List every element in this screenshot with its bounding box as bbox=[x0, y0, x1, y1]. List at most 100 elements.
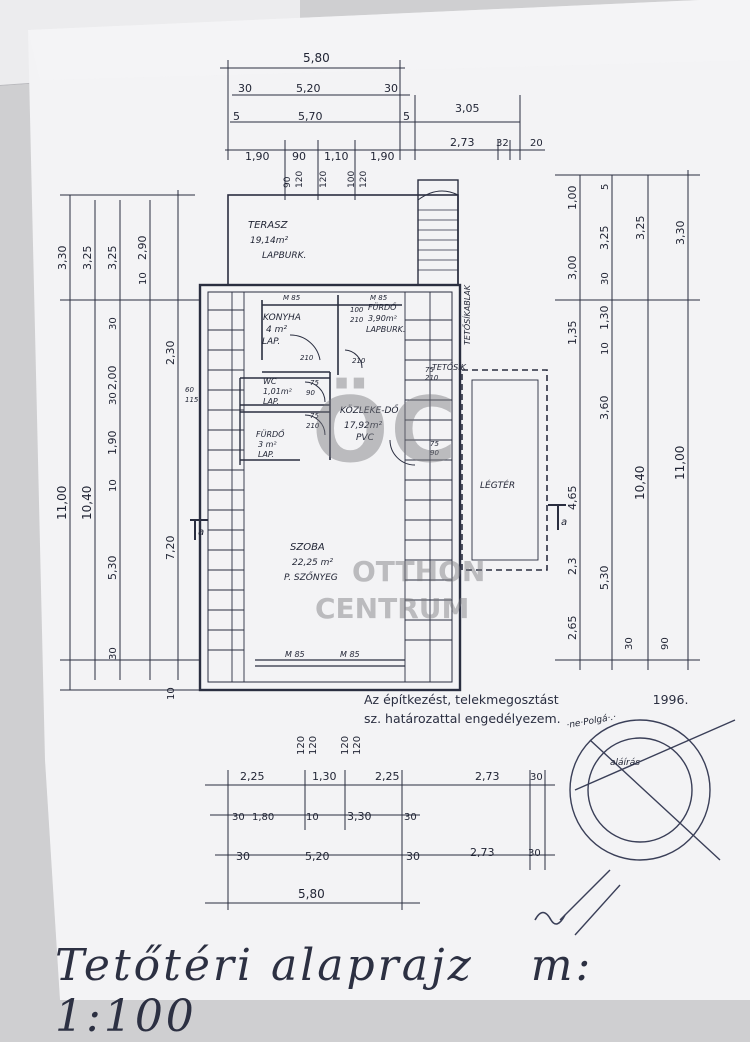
door-mark-11: 100 bbox=[350, 306, 364, 314]
room-terasz-area: 19,14m² bbox=[250, 236, 289, 246]
room-wc-floor: LAP. bbox=[263, 397, 279, 406]
dim-right-c2-d: 1,30 bbox=[598, 306, 611, 331]
approval-date: 1996. bbox=[652, 692, 689, 707]
dim-top-r4-f: 32 bbox=[496, 138, 509, 149]
dim-bot-r2-c: 10 bbox=[306, 812, 319, 823]
dim-bot-r2-e: 30 bbox=[404, 812, 417, 823]
dim-left-c3-a: 3,25 bbox=[106, 246, 119, 271]
room-konyha-area: 4 m² bbox=[266, 325, 287, 335]
official-stamp bbox=[534, 719, 736, 936]
dim-top-r3-d: 3,05 bbox=[455, 102, 480, 115]
dim-left-c2-a: 3,25 bbox=[81, 246, 94, 271]
door-mark-13: 60 bbox=[185, 386, 194, 394]
dim-top-v-a: 90 bbox=[283, 176, 293, 188]
door-mark-1: 75 bbox=[310, 379, 319, 387]
dim-right-c2-g: 5,30 bbox=[598, 566, 611, 591]
dim-right-c1-e: 2,3 bbox=[566, 558, 579, 576]
dim-top-v-c: 120 bbox=[319, 171, 329, 188]
approval-text: Az építkezést, telekmegosztást 1996. sz.… bbox=[364, 690, 688, 728]
dim-left-c3-e: 1,90 bbox=[106, 431, 119, 456]
dim-left-c3-f: 10 bbox=[108, 479, 119, 492]
dim-left-c2-b: 10,40 bbox=[80, 486, 94, 520]
dim-left-c4-a: 2,90 bbox=[136, 236, 149, 261]
door-mark-6: 210 bbox=[425, 374, 439, 382]
dim-right-c2-h: 30 bbox=[624, 637, 635, 650]
dim-right-c1-c: 1,35 bbox=[566, 321, 579, 346]
dim-left-c4-b: 10 bbox=[138, 272, 149, 285]
room-furdo2-floor: LAP. bbox=[258, 450, 274, 459]
dim-top-v-b: 120 bbox=[295, 171, 305, 188]
door-mark-8: 90 bbox=[430, 449, 439, 457]
dim-top-r4-d: 1,90 bbox=[370, 150, 395, 163]
window-mark-2: M 85 bbox=[370, 294, 388, 302]
dim-right-c3-a: 3,25 bbox=[634, 216, 647, 241]
stamp-word: aláírás bbox=[610, 758, 640, 768]
door-mark-5: 75 bbox=[425, 366, 434, 374]
room-konyha-floor: LAP. bbox=[262, 337, 280, 347]
dim-left-outer-a: 3,30 bbox=[56, 246, 69, 271]
dim-bot-r2-a: 30 bbox=[232, 812, 245, 823]
dim-left-c3-g: 5,30 bbox=[106, 556, 119, 581]
room-wc-name: WC bbox=[263, 377, 277, 386]
dim-top-r3-a: 5 bbox=[233, 110, 240, 123]
door-mark-9: 210 bbox=[300, 354, 314, 362]
dim-right-c2-c: 30 bbox=[600, 272, 611, 285]
dim-left-c3-d: 30 bbox=[108, 392, 119, 405]
dim-right-c1-f: 2,65 bbox=[566, 616, 579, 641]
room-tetosik2-label: TETŐSÍK bbox=[432, 361, 467, 372]
dim-top-r3-c: 5 bbox=[403, 110, 410, 123]
room-szoba-area: 22,25 m² bbox=[292, 558, 333, 568]
dim-left-c4-e: 10 bbox=[166, 687, 177, 700]
dim-right-c1-a: 1,00 bbox=[566, 186, 579, 211]
dim-left-c4-d: 7,20 bbox=[164, 536, 177, 561]
dim-left-c3-c: 2,00 bbox=[106, 366, 119, 391]
dim-right-c1-b: 3,00 bbox=[566, 256, 579, 281]
room-szoba-name: SZOBA bbox=[290, 542, 325, 553]
dim-bot-r1-b: 1,30 bbox=[312, 770, 337, 783]
room-furdo-area: 3,90m² bbox=[368, 314, 398, 323]
door-mark-10: 210 bbox=[352, 357, 366, 365]
room-furdo-name: FÜRDŐ bbox=[368, 302, 397, 312]
dim-bot-r3-d: 2,73 bbox=[470, 846, 495, 859]
door-mark-3: 75 bbox=[310, 412, 319, 420]
dim-right-c1-d: 4,65 bbox=[566, 486, 579, 511]
window-mark-3: M 85 bbox=[285, 650, 305, 659]
floor-plan-sheet: aláírás ·ne·Polgá·.· 5,80 30 5,20 30 5 5… bbox=[28, 0, 750, 1042]
watermark-top: OTTHON bbox=[352, 555, 486, 588]
dim-bot-r1-c: 2,25 bbox=[375, 770, 400, 783]
door-mark-12: 210 bbox=[350, 316, 364, 324]
room-furdo2-name: FÜRDŐ bbox=[256, 429, 285, 439]
drawing-title: Tetőtéri alaprajz m: 1:100 bbox=[55, 940, 750, 1042]
paper-surface bbox=[28, 0, 750, 1000]
window-mark-4: M 85 bbox=[340, 650, 360, 659]
door-mark-2: 90 bbox=[306, 389, 315, 397]
room-terasz-name: TERASZ bbox=[248, 220, 289, 231]
approval-line-1: Az építkezést, telekmegosztást 1996. bbox=[364, 692, 689, 707]
dim-bot-v-c: 120 bbox=[340, 736, 351, 755]
dim-bot-r1-d: 2,73 bbox=[475, 770, 500, 783]
dim-bot-r3-b: 5,20 bbox=[305, 850, 330, 863]
watermark-bottom: CENTRUM bbox=[315, 592, 470, 625]
room-terasz-floor: LAPBURK. bbox=[262, 251, 306, 261]
drawing-title-text: Tetőtéri alaprajz bbox=[55, 940, 474, 991]
dim-right-c2-a: 5 bbox=[600, 184, 611, 190]
dim-left-outer-b: 11,00 bbox=[55, 486, 69, 520]
floor-plan-drawing: aláírás ·ne·Polgá·.· 5,80 30 5,20 30 5 5… bbox=[55, 51, 736, 936]
dim-bot-r2-d: 3,30 bbox=[347, 810, 372, 823]
room-tetosik-label: TETŐSÍKABLAK bbox=[461, 284, 472, 345]
dim-top-r4-g: 20 bbox=[530, 138, 543, 149]
approval-line-2: sz. határozattal engedélyezem. bbox=[364, 711, 561, 726]
watermark-logo: ÖC bbox=[312, 378, 459, 483]
door-mark-7: 75 bbox=[430, 440, 439, 448]
window-mark-1: M 85 bbox=[283, 294, 301, 302]
room-kozlekedo-floor: PVC bbox=[356, 433, 375, 443]
dim-top-v-d: 100 bbox=[347, 171, 357, 188]
dim-right-c2-e: 10 bbox=[600, 342, 611, 355]
dim-bot-r1-a: 2,25 bbox=[240, 770, 265, 783]
dim-top-r3-b: 5,70 bbox=[298, 110, 323, 123]
dim-bot-r1-e: 30 bbox=[530, 772, 543, 783]
dim-left-c3-b: 30 bbox=[108, 317, 119, 330]
dim-top-total: 5,80 bbox=[303, 51, 330, 65]
dim-bot-r3-c: 30 bbox=[406, 850, 420, 863]
room-konyha-name: KONYHA bbox=[263, 313, 301, 323]
